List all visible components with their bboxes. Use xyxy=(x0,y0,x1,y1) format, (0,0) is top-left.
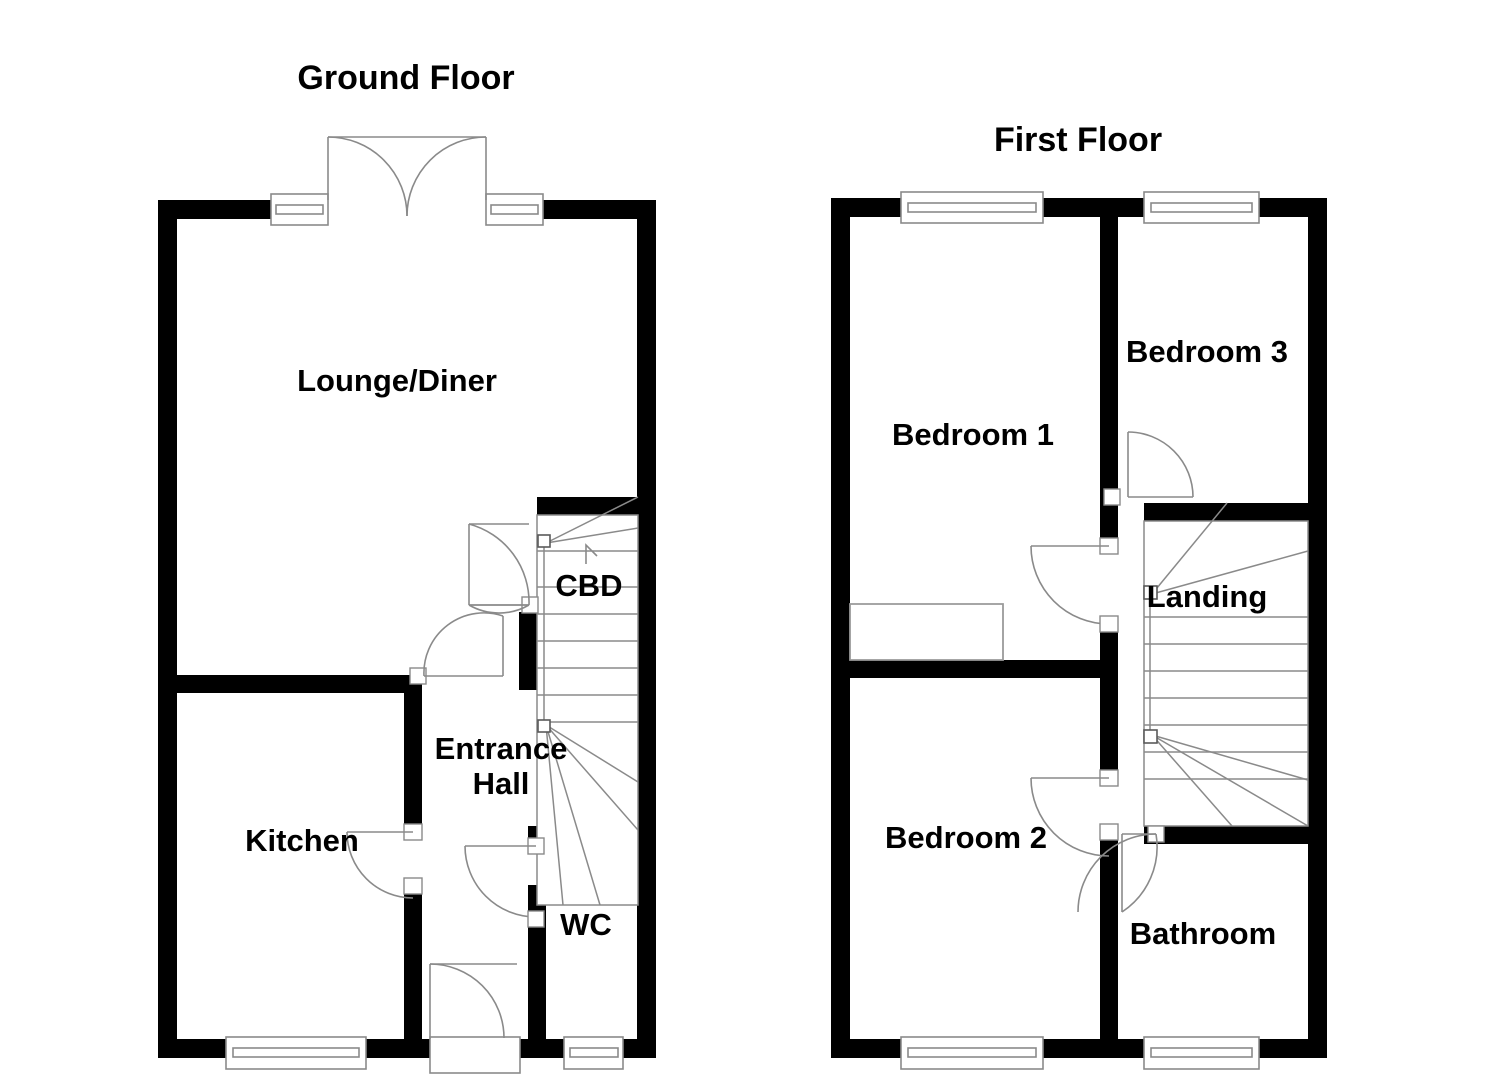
room-label-lounge-diner: Lounge/Diner xyxy=(297,363,497,398)
first-bottom-wall-seg1 xyxy=(831,1039,903,1058)
window-wc-bottom xyxy=(563,1036,624,1070)
ground-bottom-wall-seg4 xyxy=(622,1039,656,1058)
ground-bottom-wall-seg1 xyxy=(158,1039,226,1058)
first-top-wall-seg1 xyxy=(831,198,903,217)
first-wall-bed1-bed3 xyxy=(1100,198,1118,538)
first-left-exterior-wall xyxy=(831,198,850,1058)
first-top-wall-seg2 xyxy=(1041,198,1145,217)
ground-bottom-wall-seg2 xyxy=(365,1039,431,1058)
first-bottom-wall-seg2 xyxy=(1041,1039,1145,1058)
room-label-wc: WC xyxy=(560,907,612,942)
ground-right-exterior-wall xyxy=(637,200,656,1058)
ground-top-wall-right xyxy=(543,200,656,219)
stair-up-arrow-icon xyxy=(585,543,598,564)
window-bedroom3-top xyxy=(1143,191,1260,224)
room-label-bathroom: Bathroom xyxy=(1130,916,1276,951)
door-bedroom2[interactable] xyxy=(1030,769,1119,857)
window-bedroom1-top xyxy=(900,191,1044,224)
door-bedroom1[interactable] xyxy=(1030,537,1119,633)
window-lounge-top-right xyxy=(485,193,544,226)
room-label-kitchen: Kitchen xyxy=(245,823,359,858)
ground-floor-title: Ground Floor xyxy=(297,59,514,97)
first-wall-bed1-bed2 xyxy=(831,660,1118,678)
window-lounge-top-left xyxy=(270,193,329,226)
first-top-wall-seg3 xyxy=(1257,198,1327,217)
door-bathroom[interactable] xyxy=(1077,825,1165,913)
room-label-bedroom2: Bedroom 2 xyxy=(885,820,1047,855)
room-label-cbd: CBD xyxy=(555,568,622,603)
first-floor-plan: Bedroom 1 Bedroom 2 Bedroom 3 Landing Ba… xyxy=(831,191,1327,1070)
ground-wall-lounge-kitchen xyxy=(158,675,422,693)
room-label-landing: Landing xyxy=(1147,579,1268,614)
front-entrance-door[interactable] xyxy=(429,963,521,1074)
first-staircase xyxy=(1143,502,1309,827)
ground-wall-kitchen-right-lower xyxy=(404,882,422,1039)
ground-top-wall-left xyxy=(158,200,276,219)
first-wall-bed2-bathroom xyxy=(1100,831,1118,1039)
ground-bottom-wall-seg3 xyxy=(519,1039,565,1058)
window-bedroom2-bottom xyxy=(900,1036,1044,1070)
bedroom1-stair-bulkhead xyxy=(849,603,1004,661)
room-label-bedroom3: Bedroom 3 xyxy=(1126,334,1288,369)
door-lounge-to-hall[interactable] xyxy=(468,523,539,614)
ground-wall-hall-cbd xyxy=(519,612,537,690)
ground-staircase xyxy=(536,496,639,906)
first-wall-bed2-landing-upper xyxy=(1100,678,1118,784)
first-wall-landing-bathroom xyxy=(1144,826,1308,844)
first-bottom-wall-seg3 xyxy=(1257,1039,1327,1058)
ground-wall-cbd-top xyxy=(537,497,638,515)
first-right-exterior-wall xyxy=(1308,198,1327,1058)
french-doors-lounge[interactable] xyxy=(327,136,487,217)
room-label-entrance-hall-line2: Hall xyxy=(473,766,530,801)
window-bathroom-bottom xyxy=(1143,1036,1260,1070)
door-hall-to-lounge[interactable] xyxy=(409,612,504,685)
room-label-bedroom1: Bedroom 1 xyxy=(892,417,1054,452)
window-kitchen-bottom xyxy=(225,1036,367,1070)
room-label-entrance-hall-line1: Entrance xyxy=(435,731,568,766)
ground-wall-wc-left xyxy=(528,885,546,1039)
door-kitchen[interactable] xyxy=(346,823,423,899)
ground-left-exterior-wall xyxy=(158,200,177,1058)
ground-floor-plan: Lounge/Diner Kitchen Entrance Hall CBD W… xyxy=(158,136,656,1074)
ground-wall-kitchen-right-upper xyxy=(404,675,422,830)
first-floor-title: First Floor xyxy=(994,121,1162,159)
door-bedroom3[interactable] xyxy=(1103,431,1194,506)
first-wall-bed3-landing xyxy=(1144,503,1308,521)
door-wc[interactable] xyxy=(464,837,545,928)
